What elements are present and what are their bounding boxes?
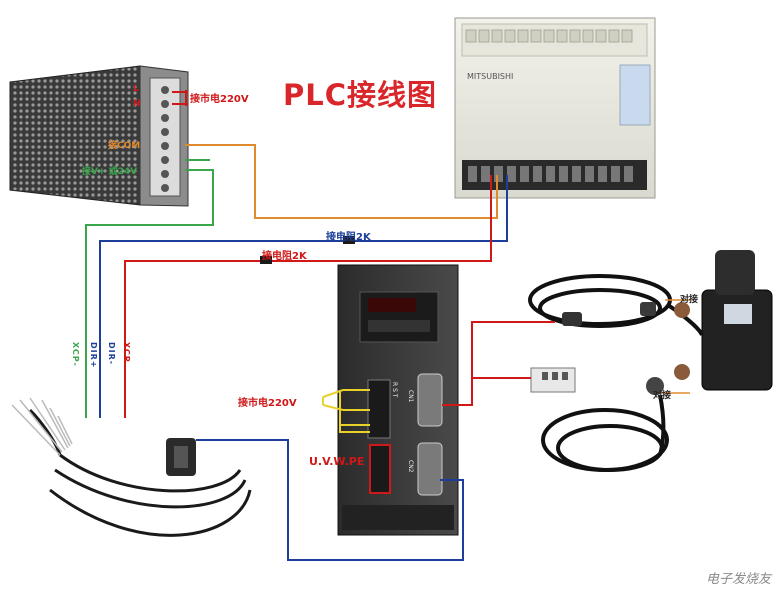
psu-v-label: 接V+ 或24V bbox=[82, 167, 138, 177]
resistor-lower bbox=[260, 256, 272, 264]
power-supply bbox=[9, 65, 189, 207]
pin-dir-plus: DIR+ bbox=[89, 342, 98, 369]
cable-fanout bbox=[11, 397, 73, 456]
psu-com-label: 接COM bbox=[108, 141, 141, 151]
wire-cn1-red bbox=[442, 377, 531, 406]
uvw-box bbox=[369, 444, 391, 494]
driver-uvw-label: U.V.W.PE bbox=[309, 455, 365, 468]
wire-dir-blue bbox=[99, 175, 508, 418]
driver-cn2-label: CN2 bbox=[407, 460, 414, 473]
diagram-title: PLC接线图 bbox=[283, 78, 438, 112]
motor-connect-label-top: 对接 bbox=[680, 295, 699, 305]
resistor-upper bbox=[343, 236, 355, 244]
driver-rst-label: R S T bbox=[391, 382, 398, 398]
motor-cables bbox=[528, 274, 704, 472]
servo-motor bbox=[701, 250, 773, 391]
psu-terminal-l: L bbox=[133, 84, 139, 94]
wire-v-green bbox=[85, 169, 214, 418]
wire-driver-rst bbox=[339, 389, 370, 433]
pin-xcp-minus: XCP- bbox=[71, 342, 80, 367]
psu-mains-label: 接市电220V bbox=[190, 94, 249, 105]
motor-connect-label-bottom: 对接 bbox=[653, 391, 672, 401]
plc-brand-label: MITSUBISHI bbox=[467, 72, 514, 81]
pin-xcp-plus: XCP bbox=[122, 342, 131, 363]
driver-cn1-label: CN1 bbox=[407, 390, 414, 403]
db-connector bbox=[166, 438, 196, 476]
resistor-lower-label: 接电阻2K bbox=[262, 251, 307, 262]
wire-cn2-blue bbox=[196, 439, 464, 561]
watermark: 电子发烧友 bbox=[705, 572, 771, 587]
pin-dir-minus: DIR- bbox=[107, 342, 116, 366]
wire-xcp-red bbox=[124, 175, 492, 418]
servo-driver bbox=[337, 264, 459, 536]
resistor-upper-label: 接电阻2K bbox=[326, 232, 371, 243]
wire-com-orange bbox=[185, 144, 498, 219]
plc-unit bbox=[454, 17, 656, 199]
wire-cn1-red-2 bbox=[471, 321, 555, 378]
connector-plugs bbox=[530, 302, 690, 395]
control-cable bbox=[28, 408, 252, 537]
psu-terminal-n: N bbox=[133, 99, 141, 109]
driver-mains-label: 接市电220V bbox=[238, 398, 297, 409]
